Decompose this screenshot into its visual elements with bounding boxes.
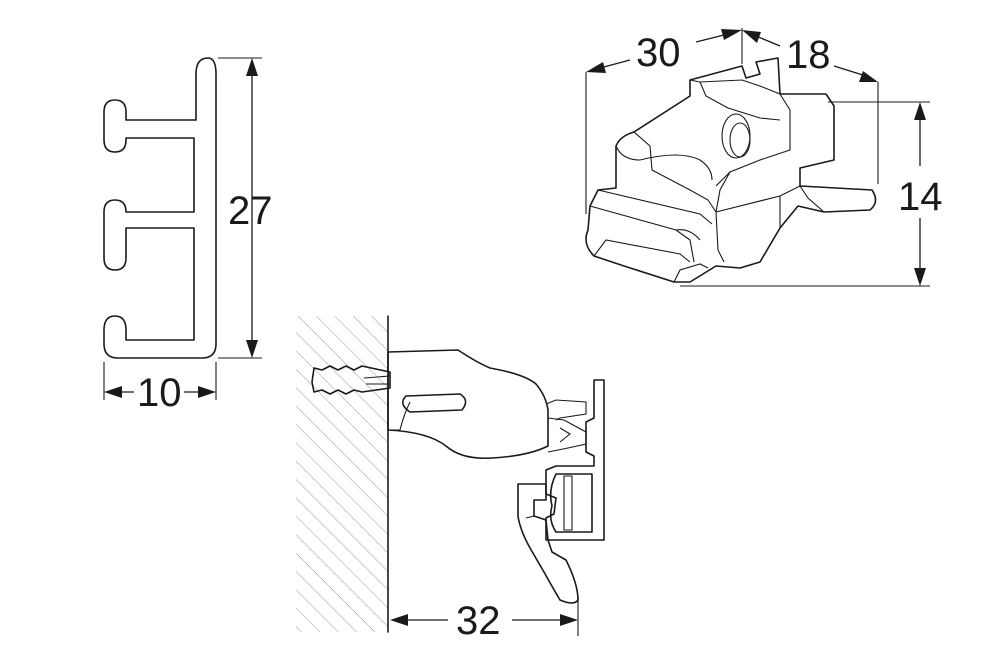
clip-isometric-drawing: 30 18 14	[585, 28, 943, 287]
wall-plug	[311, 365, 391, 395]
rail-profile-outline	[103, 57, 217, 359]
arrow-up-icon	[246, 58, 258, 76]
arrow-up-icon	[914, 102, 926, 120]
clip-height-label: 14	[898, 175, 943, 219]
arrow-right-icon	[198, 386, 216, 398]
wall-bracket	[387, 349, 549, 460]
length-dimension-line-a	[599, 59, 631, 69]
curtain-hook	[517, 483, 579, 604]
arrow-left-icon	[586, 62, 606, 73]
arrow-right-icon	[859, 71, 878, 82]
width-dimension-line-b	[833, 65, 867, 77]
arrow-left-icon	[104, 386, 122, 398]
wall-hatching	[296, 316, 388, 632]
wall-projection-label: 32	[456, 599, 501, 643]
profile-width-label: 10	[137, 371, 182, 415]
arrow-left-icon	[742, 30, 761, 43]
clip-body-outline	[585, 57, 877, 283]
curtain-glider	[549, 473, 593, 533]
clip-length-label: 30	[636, 31, 681, 75]
arrow-left-icon	[390, 614, 408, 626]
clip-width-label: 18	[786, 33, 831, 77]
profile-height-label: 27	[228, 189, 273, 233]
length-dimension-line-b	[695, 33, 729, 43]
arrow-right-icon	[721, 29, 742, 40]
arrow-down-icon	[914, 268, 926, 286]
arrow-right-icon	[560, 614, 578, 626]
clip-hole	[721, 113, 751, 159]
installation-section-drawing: 32	[296, 315, 605, 643]
rail-section	[545, 379, 605, 541]
bracket-slot	[402, 393, 467, 413]
width-dimension-line-a	[755, 35, 781, 47]
arrow-down-icon	[246, 340, 258, 358]
rail-profile-drawing: 27 10	[103, 57, 273, 415]
